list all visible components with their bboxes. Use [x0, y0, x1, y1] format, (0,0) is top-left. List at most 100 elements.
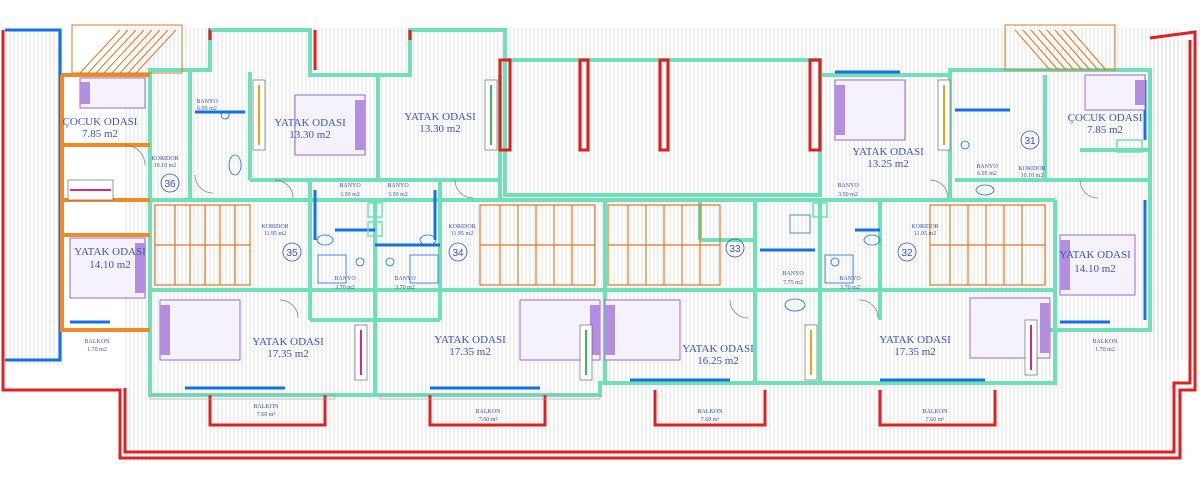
main-building-outline: [148, 28, 1152, 397]
room-name: YATAK ODASI: [274, 117, 346, 129]
room-area: 7.85 m2: [1087, 124, 1123, 136]
unit-number-labels: 36 35 34 33 32 31: [164, 136, 1036, 259]
bath-fixtures: [220, 110, 995, 312]
balcony-area: 1.70 m2: [87, 347, 107, 353]
stair-top-left: [71, 24, 183, 74]
space-area: 3.50 m2: [838, 192, 858, 198]
room-name: YATAK ODASI: [879, 334, 951, 346]
balcony-name: BALKON: [85, 339, 111, 345]
room-name: ÇOCUK ODASI: [1068, 112, 1143, 124]
room-area: 17.35 m2: [449, 346, 491, 358]
space-area: 3.70 m2: [335, 285, 355, 291]
space-name: BANYO: [339, 183, 361, 189]
balcony-name: BALKON: [1093, 339, 1119, 345]
space-area: 3.70 m2: [840, 285, 860, 291]
bed-icon: [969, 297, 1051, 359]
door-swings: [124, 144, 1099, 319]
space-name: BANYO: [839, 276, 861, 282]
space-area: 10.10 m2: [1021, 173, 1044, 179]
balcony-thin-lines: [149, 394, 601, 400]
bed-icon: [604, 299, 681, 361]
space-name: BANYO: [387, 183, 409, 189]
balcony-railings: [208, 30, 997, 427]
room-area: 13.30 m2: [289, 129, 331, 141]
stair-1: [154, 204, 251, 286]
space-area: 11.95 m2: [264, 231, 286, 237]
unit-number: 32: [901, 248, 913, 259]
space-name: KORIDOR: [911, 224, 938, 230]
room-name: YATAK ODASI: [434, 334, 506, 346]
bed-icon: [69, 237, 146, 299]
room-area: 16.25 m2: [697, 355, 739, 367]
room-area: 17.35 m2: [267, 348, 309, 360]
beds: [69, 74, 1146, 361]
bed-icon: [294, 94, 366, 156]
wardrobe-stripes: [70, 85, 1032, 375]
sink-icon: [419, 234, 437, 246]
sink-icon: [316, 234, 334, 246]
stair-4: [929, 204, 1046, 286]
unit-number: 33: [729, 244, 741, 255]
space-area: 11.95 m2: [914, 231, 936, 237]
toilet-icon: [220, 110, 230, 120]
toilet-icon: [385, 257, 395, 267]
space-name: BANYO: [976, 164, 998, 170]
unit-number: 31: [1024, 136, 1036, 147]
space-area: 6.95 m2: [977, 171, 997, 177]
shower-icon: [409, 254, 439, 284]
balcony-labels: BALKON 1.70 m2 BALKON 7.60 m² BALKON 7.6…: [85, 339, 1119, 423]
sink-icon: [863, 234, 881, 246]
stair-top-right: [1004, 24, 1116, 71]
space-name: KORIDOR: [151, 156, 178, 162]
space-name: KORIDOR: [1018, 166, 1045, 172]
balcony-area: 1.70 m2: [1095, 347, 1115, 353]
toilet-icon: [830, 257, 840, 267]
room-name: YATAK ODASI: [1059, 249, 1131, 261]
bed-icon: [1059, 234, 1136, 296]
space-name: BANYO: [334, 276, 356, 282]
balcony-area: 7.60 m²: [479, 417, 498, 423]
small-labels: BANYO 6.95 m2 KORIDOR 10.10 m2 BANYO 3.5…: [151, 99, 1045, 291]
balcony-name: BALKON: [698, 409, 724, 415]
room-name: ÇOCUK ODASI: [63, 116, 138, 128]
balcony-area: 7.60 m²: [926, 417, 945, 423]
room-name: YATAK ODASI: [252, 336, 324, 348]
room-area: 7.85 m2: [82, 128, 118, 140]
unit-number: 36: [164, 179, 176, 190]
space-name: BANYO: [837, 183, 859, 189]
space-area: 10.10 m2: [154, 163, 177, 169]
balcony-name: BALKON: [254, 404, 280, 410]
unit-number: 35: [286, 248, 298, 259]
space-area: 3.70 m2: [395, 285, 415, 291]
bed-pillows: [80, 80, 1145, 355]
room-area: 13.30 m2: [419, 123, 461, 135]
shower-icon: [824, 254, 854, 284]
stair-3: [607, 204, 721, 286]
balcony-area: 7.60 m²: [701, 417, 720, 423]
room-area: 13.25 m2: [867, 158, 909, 170]
space-area: 11.95 m2: [451, 231, 473, 237]
bed-icon: [834, 79, 906, 141]
shower-icon: [789, 214, 811, 234]
bed-icon: [159, 299, 241, 361]
staircases: [71, 24, 1116, 286]
balcony-name: BALKON: [923, 409, 949, 415]
sink-icon: [228, 154, 242, 176]
room-name: YATAK ODASI: [852, 146, 924, 158]
unit-number: 34: [452, 248, 464, 259]
shower-icon: [317, 254, 347, 284]
balcony-name: BALKON: [476, 409, 502, 415]
toilet-icon: [355, 257, 365, 267]
sink-icon: [784, 298, 806, 312]
space-area: 6.95 m2: [197, 106, 217, 112]
room-labels: ÇOCUK ODASI 7.85 m2 YATAK ODASI 13.30 m2…: [63, 111, 1143, 367]
balcony-area: 7.60 m²: [257, 412, 276, 418]
space-name: KORIDOR: [448, 224, 475, 230]
room-name: YATAK ODASI: [74, 246, 146, 258]
space-area: 3.50 m2: [388, 192, 408, 198]
space-area: 3.50 m2: [340, 192, 360, 198]
space-name: BANYO: [394, 276, 416, 282]
stair-2: [479, 204, 596, 286]
room-area: 14.10 m2: [89, 259, 131, 271]
